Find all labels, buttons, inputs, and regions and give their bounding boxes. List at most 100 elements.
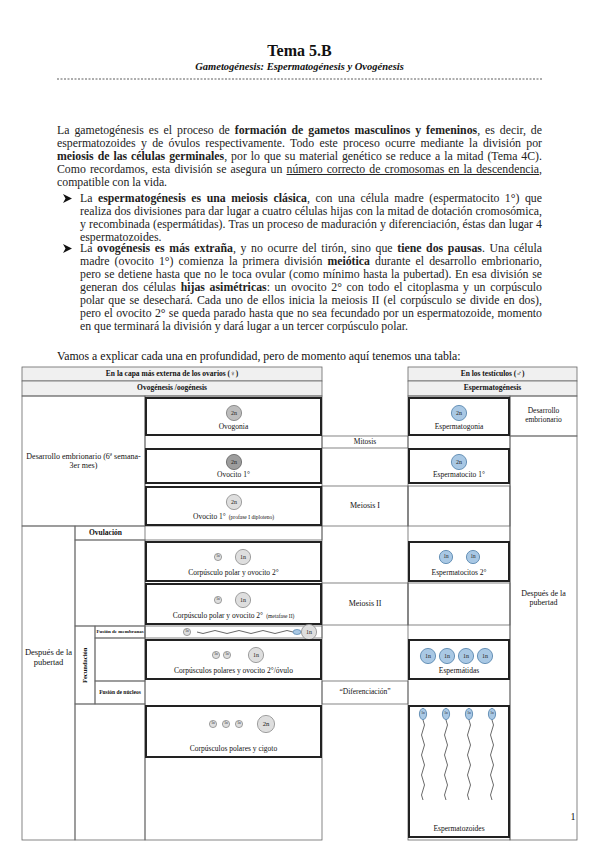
cell-outline — [488, 708, 495, 719]
event-label: Ovulación — [75, 526, 145, 540]
cell-circle: 1n — [183, 628, 191, 636]
table-cell — [408, 396, 510, 840]
cell-circle: 1n — [214, 553, 222, 561]
table-cell — [95, 681, 145, 704]
paragraph-run: número correcto de cromosomas en la desc… — [287, 162, 540, 176]
stage-label: Corpúsculo polar y ovocito 2° — [173, 611, 264, 620]
cell-circle: 1n — [235, 549, 251, 565]
cell-circle: 2n — [226, 494, 242, 510]
ploidy-label: 1n — [470, 554, 475, 559]
table-header: En la capa más externa de los ovarios (♀… — [22, 367, 322, 381]
stage-label: Ovocito 1° — [193, 512, 226, 521]
cell-outline — [212, 651, 219, 658]
cell-outline — [451, 405, 466, 420]
cell-circle: 1n — [439, 550, 453, 564]
cell-outline — [420, 648, 435, 663]
cell-outline — [226, 405, 241, 420]
stage-label: Espermatozoides — [433, 824, 484, 833]
cell-circle: 2n — [257, 715, 275, 733]
cell-outline — [466, 550, 479, 563]
cell-outline — [419, 708, 426, 719]
sperm-tail — [491, 720, 494, 800]
stage-box: Corpúsculos polares y cigoto1n1n1n2n — [145, 705, 322, 758]
cell-outline — [209, 720, 216, 727]
cell-outline — [214, 596, 221, 603]
table-header: En los testículos (♂) — [408, 367, 577, 381]
subtitle: Gametogénesis: Espermatogénesis y Ovogén… — [0, 61, 599, 74]
ploidy-label: 1n — [240, 554, 246, 560]
ploidy-label: 2n — [263, 721, 270, 728]
ploidy-label: 1n — [253, 652, 259, 658]
cell-circle: 1n — [439, 648, 455, 664]
cell-outline — [439, 550, 452, 563]
ploidy-label: 2n — [231, 410, 237, 416]
ploidy-label: 2n — [456, 459, 462, 465]
cell-outline — [214, 553, 221, 560]
paragraph-run: ovogénesis es más extraña — [97, 241, 233, 255]
ploidy-label: 1n — [216, 555, 220, 559]
table-cell — [95, 638, 145, 681]
paragraph-run: La gametogénesis es el proceso de — [57, 123, 235, 137]
table-header: Espermatogénesis — [408, 381, 577, 396]
cell-outline — [235, 592, 250, 607]
ploidy-label: 1n — [443, 554, 448, 559]
cell-outline — [451, 454, 466, 469]
cell-outline — [183, 628, 190, 635]
ploidy-label: 1n — [421, 712, 425, 716]
paragraph-run: tiene dos pausas — [397, 241, 482, 255]
cell-circle: 1n — [214, 596, 222, 604]
sperm-head: 1n — [465, 708, 473, 720]
sperm-head: 1n — [488, 708, 496, 720]
bullet-arrow — [63, 194, 72, 203]
stage-box: Ovocito 1°2n — [145, 448, 322, 484]
stage-box: Corpúsculos polares y ovocito 2°/óvulo1n… — [145, 639, 322, 680]
stage-box: Espermatozoides1n1n1n1n — [408, 705, 510, 838]
cell-circle: 1n — [209, 720, 217, 728]
cell-circle: 1n — [458, 648, 474, 664]
cell-outline — [248, 647, 263, 662]
stage-label: Espermátidas — [439, 666, 479, 675]
cell-outline — [465, 708, 472, 719]
sperm-tail — [445, 720, 448, 800]
ploidy-label: 1n — [425, 653, 431, 659]
table-cell — [22, 367, 322, 381]
sperm-head: 1n — [419, 708, 427, 720]
event-label: Fecundación — [75, 626, 95, 704]
paragraph-run: La — [80, 241, 97, 255]
ploidy-label: 1n — [211, 722, 215, 726]
ploidy-label: 2n — [456, 410, 462, 416]
table-cell — [22, 396, 145, 526]
cell-outline — [222, 720, 229, 727]
ploidy-label: 1n — [224, 722, 228, 726]
stage-box: Ovocito 1°(profase I diploteno)2n — [145, 486, 322, 526]
event-label: Fusión de núcleos — [95, 681, 145, 704]
ploidy-label: 1n — [214, 653, 218, 657]
sperm-tail — [197, 631, 293, 634]
cell-outline — [226, 494, 241, 509]
stage-box: Corpúsculo polar y ovocito 2°(metafase I… — [145, 583, 322, 625]
table-header: Ovogénesis /oogénesis — [22, 381, 322, 396]
cell-outline — [223, 651, 230, 658]
paragraph-run: meiótica — [327, 254, 370, 268]
cell-circle: 1n — [235, 720, 243, 728]
stage-label: (metafase II) — [266, 613, 294, 619]
table-cell — [322, 681, 408, 704]
stage-label: Espermatocitos 2° — [432, 568, 487, 577]
page-number: 1 — [566, 810, 580, 824]
sperm-head — [293, 630, 301, 635]
ploidy-label: 1n — [237, 722, 241, 726]
cell-outline — [458, 648, 473, 663]
cell-circle: 2n — [451, 454, 467, 470]
cell-circle: 1n — [248, 647, 264, 663]
cell-circle: 1n — [466, 550, 480, 564]
cell-outline — [301, 624, 316, 639]
cell-circle: 2n — [451, 405, 467, 421]
ploidy-label: 1n — [240, 597, 246, 603]
division-label: Mitosis — [322, 436, 408, 448]
sperm-tail — [468, 720, 471, 800]
paragraph-run: espermatogénesis es una meiosis clásica — [98, 191, 307, 205]
table-cell — [75, 540, 145, 626]
table-cell — [408, 367, 577, 381]
ploidy-label: 1n — [482, 653, 488, 659]
stage-box: Espermatocito 1°2n — [408, 448, 510, 484]
